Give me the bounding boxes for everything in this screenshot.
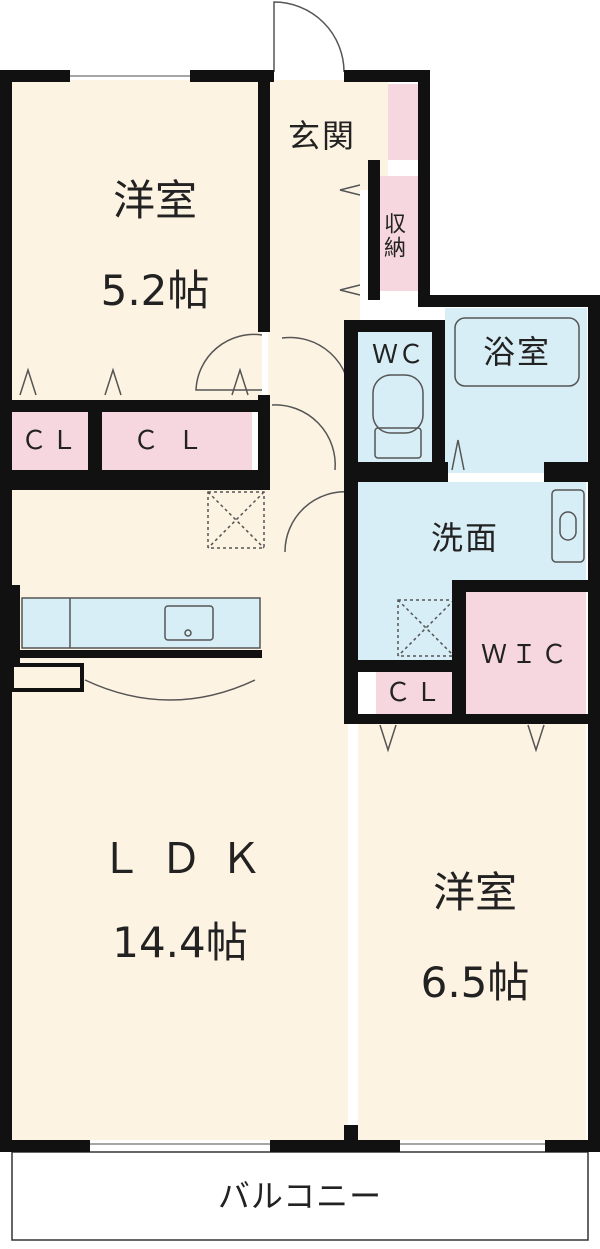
kitchen-counter <box>21 597 261 649</box>
ldk-floor <box>12 485 348 1140</box>
closet-2-label: ＣＬ <box>132 426 221 456</box>
bedroom-2-name: 洋室 <box>432 868 517 917</box>
shoe-storage-floor <box>375 176 420 291</box>
shoe-storage-label: 収納 <box>380 212 405 260</box>
bedroom-2-floor <box>358 720 586 1140</box>
windows <box>70 75 545 1145</box>
bedroom-1-size: 5.2帖 <box>100 266 210 315</box>
walls <box>0 70 600 1152</box>
closet-2-floor <box>102 412 252 470</box>
wic-label: ＷＩＣ <box>480 640 571 670</box>
bathroom-label: 浴室 <box>482 333 551 371</box>
wash-basin <box>551 489 585 563</box>
bedroom-1-floor <box>12 80 262 408</box>
wic-floor <box>466 592 586 714</box>
kitchen-sink <box>164 605 214 641</box>
closet-1-label: ＣＬ <box>20 426 81 456</box>
toilet-bowl <box>372 374 424 434</box>
closet-3-label: ＣＬ <box>384 678 445 708</box>
balcony-floor <box>11 1151 589 1241</box>
entrance-label: 玄関 <box>287 117 356 155</box>
floors <box>11 80 589 1241</box>
bedroom-2-size: 6.5帖 <box>420 958 530 1007</box>
fridge-space <box>207 491 265 549</box>
bathtub <box>454 317 580 387</box>
closet-1-floor <box>12 412 90 470</box>
washroom-label: 洗面 <box>430 519 499 557</box>
entrance-storage-floor <box>388 84 418 160</box>
fixtures <box>21 317 585 657</box>
balcony-label: バルコニー <box>217 1177 383 1215</box>
ldk-name: ＬＤＫ <box>99 834 280 883</box>
bedroom-1-name: 洋室 <box>112 176 197 225</box>
closet-3-floor <box>376 672 454 718</box>
ldk-size: 14.4帖 <box>112 918 248 967</box>
toilet-label: ＷＣ <box>371 340 424 370</box>
